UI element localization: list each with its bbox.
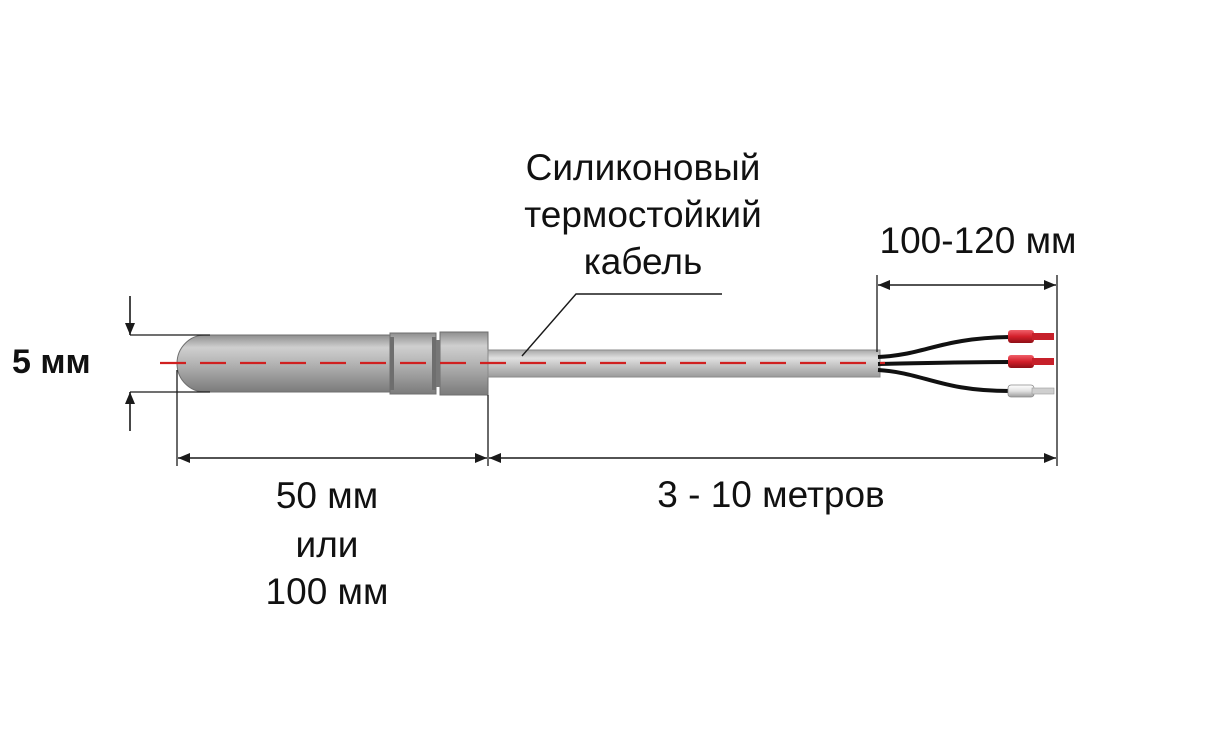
diameter-label: 5 мм xyxy=(12,343,91,381)
probe-length-line-3: 100 мм xyxy=(266,571,389,612)
cable-label: Силиконовый термостойкий кабель xyxy=(524,147,762,282)
diameter-dimension xyxy=(125,296,210,431)
terminal-red-top xyxy=(1008,330,1054,343)
cable-label-line-1: Силиконовый xyxy=(526,147,761,188)
wire-middle xyxy=(877,360,1011,366)
probe-length-label: 50 мм или 100 мм xyxy=(266,475,389,612)
probe-length-line-1: 50 мм xyxy=(276,475,378,516)
probe-groove-3 xyxy=(436,340,440,387)
terminal-red-middle xyxy=(1008,355,1054,368)
cable-label-line-2: термостойкий xyxy=(524,194,762,235)
probe-groove-2 xyxy=(432,337,436,390)
lead-wires xyxy=(877,330,1055,398)
probe-length-line-2: или xyxy=(296,524,359,565)
wire-top xyxy=(877,335,1011,359)
wire-bottom xyxy=(877,368,1011,393)
cable-label-line-3: кабель xyxy=(584,241,703,282)
probe-groove-1 xyxy=(390,337,394,390)
wire-length-label: 100-120 мм xyxy=(880,220,1077,261)
cable-leader-line xyxy=(521,293,722,357)
cable-length-label: 3 - 10 метров xyxy=(657,474,884,515)
length-dimensions xyxy=(176,275,1058,466)
terminal-white-bottom xyxy=(1007,384,1055,398)
